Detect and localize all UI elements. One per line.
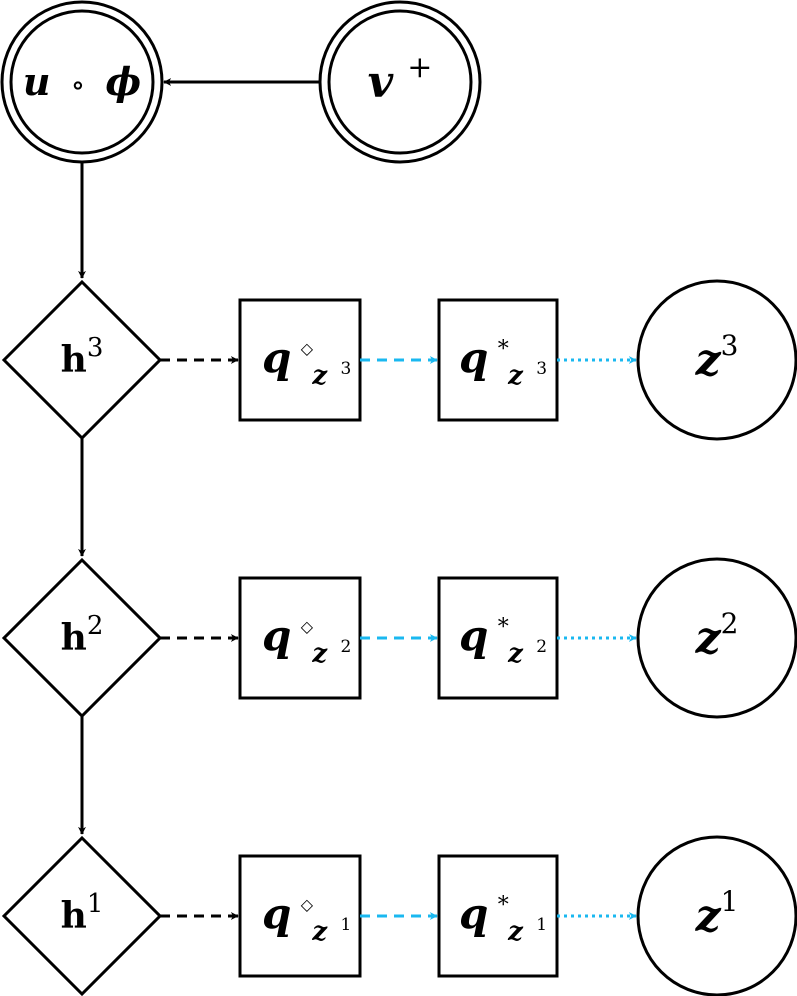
svg-text:q ◇ z 2: q ◇ z 2 — [262, 593, 351, 672]
node-q-diamond-z3 — [238, 298, 362, 422]
qs1-superscript: * — [498, 893, 509, 918]
svg-text:h1: h1 — [61, 889, 104, 937]
z3-base: z — [695, 335, 722, 386]
node-q-star-z1 — [437, 854, 559, 978]
phi-symbol: ϕ — [105, 59, 141, 104]
qs1-subscript-index: 1 — [536, 915, 547, 935]
svg-text:u ∘ ϕ: u ∘ ϕ — [23, 59, 141, 104]
node-h3 — [1, 279, 163, 441]
qd3-base: q — [262, 333, 291, 382]
qd1-subscript: z — [311, 917, 328, 947]
node-q-star-z3 — [437, 298, 559, 422]
qd1-subscript-index: 1 — [341, 915, 352, 935]
node-v-plus: v + — [318, 0, 482, 164]
svg-text:v +: v + — [368, 50, 433, 108]
qd2-subscript-index: 2 — [341, 637, 352, 657]
node-z3 — [636, 279, 797, 441]
svg-text:z3: z3 — [695, 329, 739, 386]
node-z1 — [636, 835, 797, 996]
h3-index: 3 — [87, 333, 104, 363]
qd2-subscript: z — [311, 639, 328, 669]
svg-text:z1: z1 — [695, 885, 739, 942]
h2-index: 2 — [87, 611, 104, 641]
qs2-base: q — [459, 611, 488, 660]
svg-text:q * z 2: q * z 2 — [459, 595, 547, 672]
svg-text:h2: h2 — [61, 611, 104, 659]
node-z2 — [636, 557, 797, 719]
row-3: h3 q ◇ z 3 q * z 3 z3 — [1, 279, 797, 441]
qs3-superscript: * — [498, 337, 509, 362]
svg-text:z2: z2 — [695, 607, 739, 664]
svg-text:h3: h3 — [61, 333, 104, 381]
qs3-subscript-index: 3 — [536, 359, 547, 379]
qd1-superscript: ◇ — [301, 895, 314, 914]
h1-index: 1 — [87, 889, 104, 919]
svg-text:q * z 1: q * z 1 — [459, 873, 547, 950]
qs2-subscript: z — [507, 639, 524, 669]
node-q-diamond-z2 — [238, 576, 362, 700]
node-q-star-z2 — [437, 576, 559, 700]
qs1-base: q — [459, 889, 488, 938]
z3-index: 3 — [721, 329, 739, 362]
node-h2 — [1, 557, 163, 719]
h3-base: h — [61, 339, 87, 381]
v-symbol: v — [368, 57, 394, 108]
z2-index: 2 — [721, 607, 739, 640]
qs1-subscript: z — [507, 917, 524, 947]
qd1-base: q — [262, 889, 291, 938]
qd2-base: q — [262, 611, 291, 660]
node-h1 — [1, 835, 163, 996]
qd2-superscript: ◇ — [301, 617, 314, 636]
compose-symbol: ∘ — [71, 68, 86, 103]
svg-text:q * z 3: q * z 3 — [459, 317, 547, 394]
qd3-subscript-index: 3 — [341, 359, 352, 379]
qs3-base: q — [459, 333, 488, 382]
qs2-superscript: * — [498, 615, 509, 640]
v-plus-superscript: + — [407, 50, 432, 85]
row-2: h2 q ◇ z 2 q * z 2 z2 — [1, 557, 797, 719]
qd3-subscript: z — [311, 361, 328, 391]
z1-base: z — [695, 891, 722, 942]
qd3-superscript: ◇ — [301, 339, 314, 358]
qs2-subscript-index: 2 — [536, 637, 547, 657]
z1-index: 1 — [721, 885, 739, 918]
u-symbol: u — [23, 59, 51, 104]
node-u-circ-phi: u ∘ ϕ — [0, 0, 164, 164]
h2-base: h — [61, 617, 87, 659]
row-1: h1 q ◇ z 1 q * z 1 z1 — [1, 835, 797, 996]
svg-text:q ◇ z 1: q ◇ z 1 — [262, 871, 351, 950]
h1-base: h — [61, 895, 87, 937]
z2-base: z — [695, 613, 722, 664]
qs3-subscript: z — [507, 361, 524, 391]
svg-text:q ◇ z 3: q ◇ z 3 — [262, 315, 351, 394]
